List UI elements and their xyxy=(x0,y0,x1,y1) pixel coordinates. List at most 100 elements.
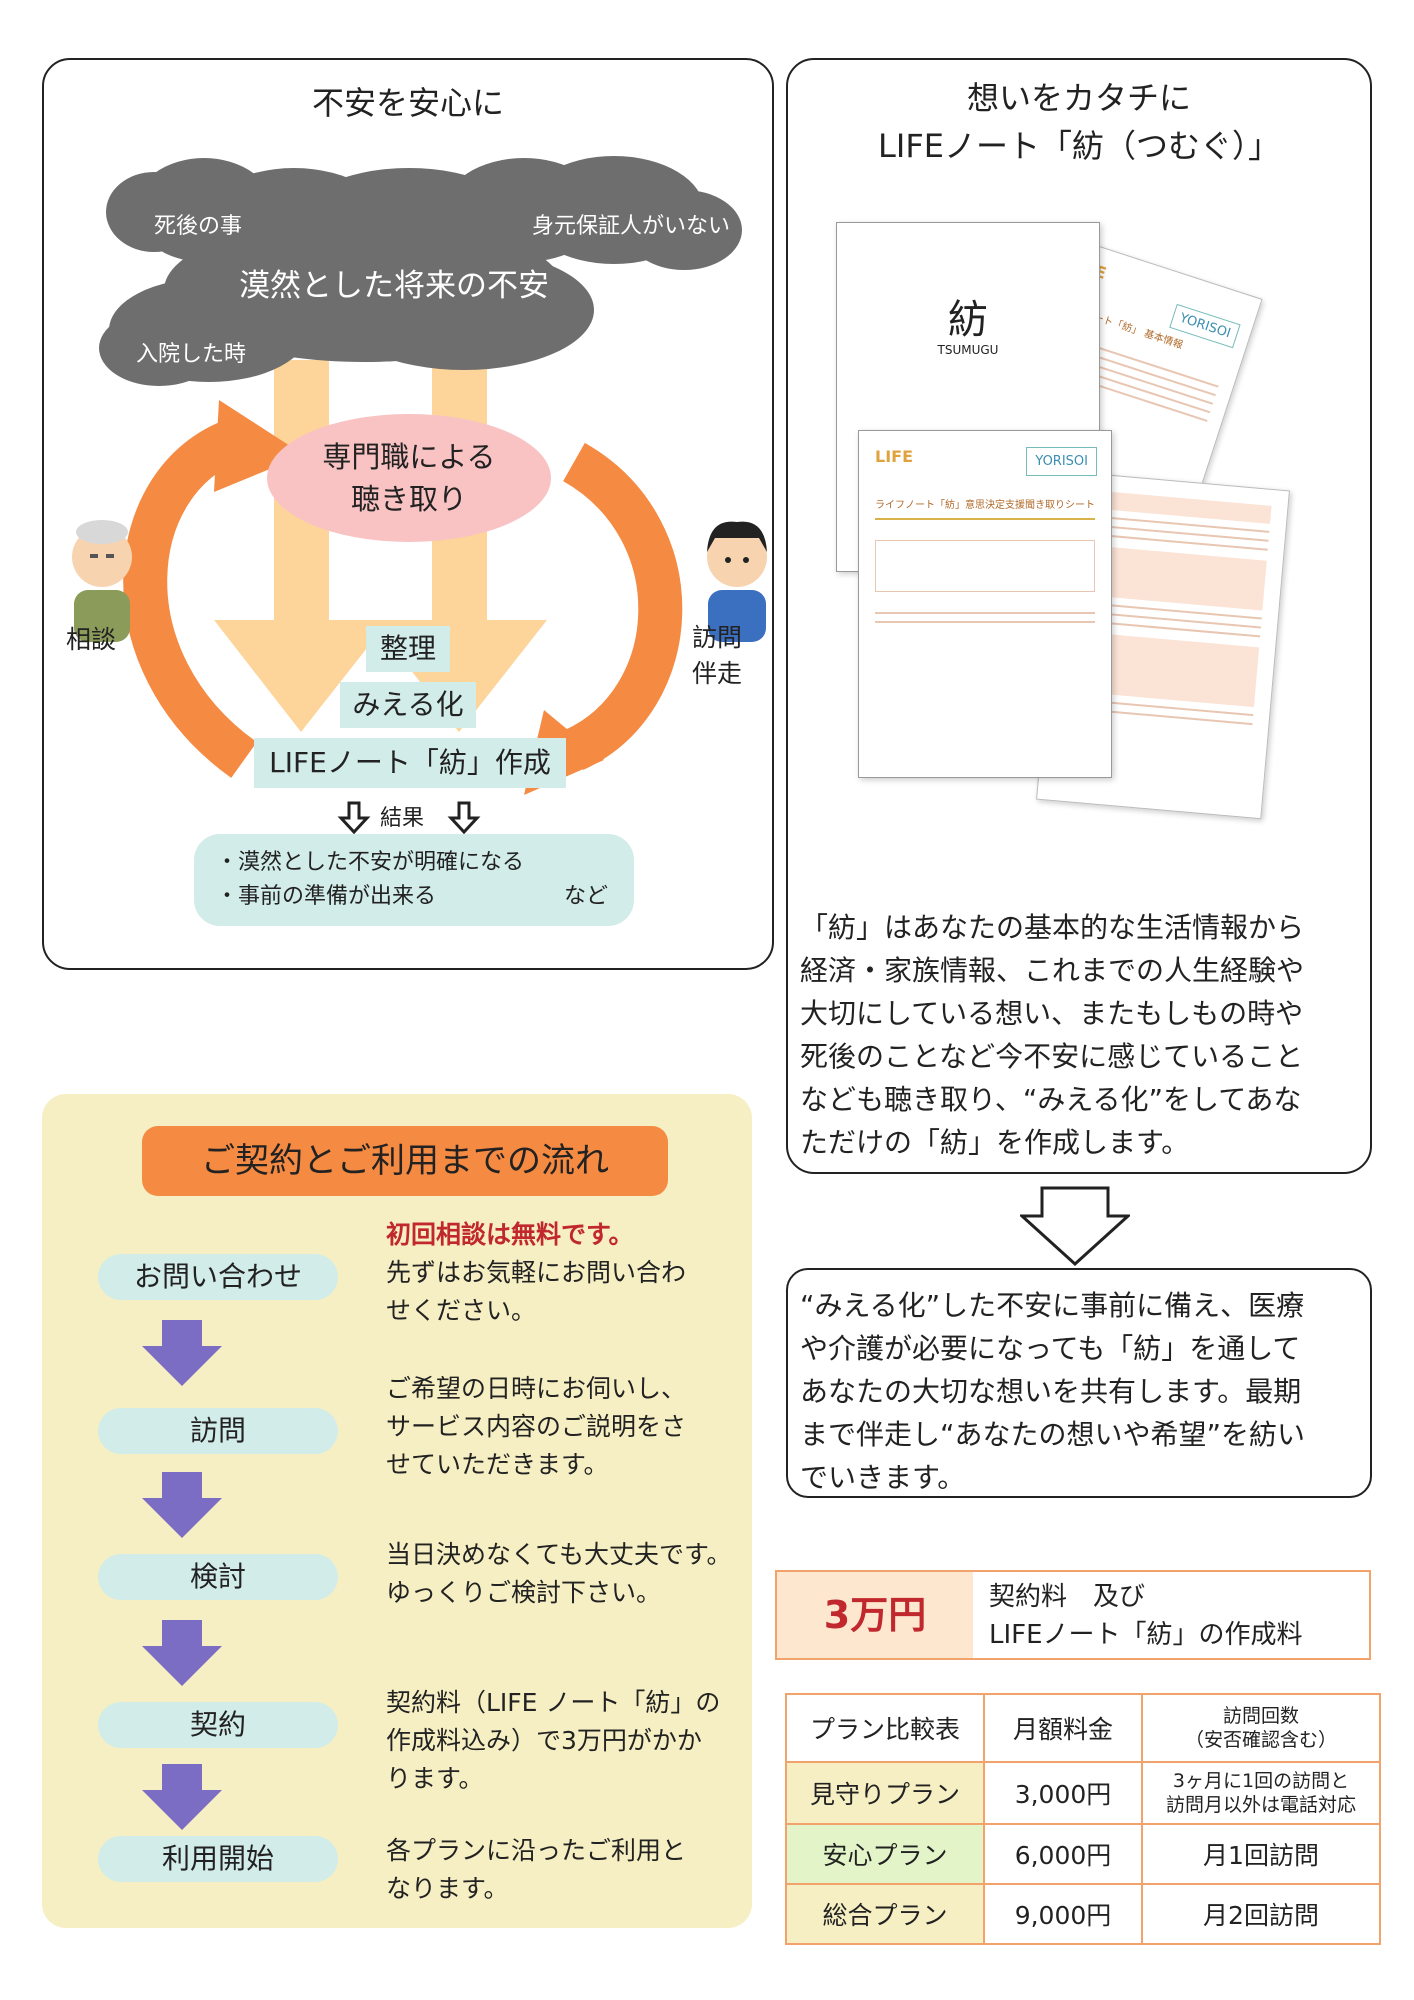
curve-arrow-right xyxy=(562,442,683,771)
visit-label-line-2: 伴走 xyxy=(692,659,743,688)
doc-sheet-interview: LIFE YORISOI ライフノート「紡」意思決定支援聞き取りシート xyxy=(858,430,1112,778)
flow-step-consider: 検討 xyxy=(98,1554,338,1600)
flow-visit-line-3: せていただきます。 xyxy=(386,1450,609,1479)
life-note-title: 想いをカタチに LIFEノート「紡（つむぐ）」 xyxy=(788,74,1370,170)
desc-line-6: ただけの「紡」を作成します。 xyxy=(800,1126,1190,1159)
visit-label: 訪問 伴走 xyxy=(692,620,742,692)
anxiety-diagram xyxy=(72,156,767,835)
plan-visits: 月2回訪問 xyxy=(1141,1883,1381,1945)
plan-header-visits: 訪問回数 （安否確認含む） xyxy=(1141,1693,1381,1763)
young-man-illustration xyxy=(707,521,767,642)
doc-interview-logo: LIFE xyxy=(875,447,914,466)
cloud-hospital: 入院した時 xyxy=(136,342,247,367)
price-desc-line-1: 契約料 及び xyxy=(989,1582,1146,1612)
plan-table: プラン比較表 月額料金 訪問回数 （安否確認含む） 見守りプラン 3,000円 … xyxy=(785,1693,1381,1945)
result-2: ・事前の準備が出来る xyxy=(216,884,437,909)
life-note-panel: 想いをカタチに LIFEノート「紡（つむぐ）」 LIFE YORISOI ライフ… xyxy=(786,58,1372,1174)
flow-title: ご契約とご利用までの流れ xyxy=(142,1126,668,1196)
flow-step-inquiry: お問い合わせ xyxy=(98,1254,338,1300)
flow-step-contract: 契約 xyxy=(98,1702,338,1748)
share-line-1: “みえる化”した不安に事前に備え、医療 xyxy=(800,1289,1305,1322)
step-organize: 整理 xyxy=(366,626,450,672)
oval-text: 専門職による 聴き取り xyxy=(267,436,551,520)
life-note-description: 「紡」はあなたの基本的な生活情報から 経済・家族情報、これまでの人生経験や 大切… xyxy=(800,906,1360,1164)
plan-table-header: プラン比較表 月額料金 訪問回数 （安否確認含む） xyxy=(785,1693,1381,1763)
flow-text-visit: ご希望の日時にお伺いし、 サービス内容のご説明をさ せていただきます。 xyxy=(386,1370,746,1484)
result-label: 結果 xyxy=(380,806,425,831)
plan-row-anshin: 安心プラン 6,000円 月1回訪問 xyxy=(785,1823,1381,1885)
worry-cloud xyxy=(99,156,742,386)
plan-price: 6,000円 xyxy=(983,1823,1143,1885)
share-line-3: あなたの大切な想いを共有します。最期 xyxy=(800,1375,1302,1408)
flow-text-start: 各プランに沿ったご利用と なります。 xyxy=(386,1832,746,1908)
big-down-arrow xyxy=(1020,1186,1130,1266)
desc-line-5: なども聴き取り、“みえる化”をしてあな xyxy=(800,1083,1302,1116)
flow-step-visit: 訪問 xyxy=(98,1408,338,1454)
flow-visit-line-2: サービス内容のご説明をさ xyxy=(386,1412,687,1441)
result-1: ・漠然とした不安が明確になる xyxy=(216,850,525,875)
flow-arrow-1 xyxy=(142,1320,222,1386)
elderly-man-illustration xyxy=(72,520,132,642)
plan-row-mimamori: 見守りプラン 3,000円 3ヶ月に1回の訪問と 訪問月以外は電話対応 xyxy=(785,1761,1381,1825)
flow-contract-line-1: 契約料（LIFE ノート「紡」の xyxy=(386,1688,721,1717)
result-2-suffix: など xyxy=(564,884,609,909)
desc-line-1: 「紡」はあなたの基本的な生活情報から xyxy=(800,911,1305,944)
plan-header-visits-2: （安否確認含む） xyxy=(1184,1729,1337,1751)
flow-inquiry-line-1: 先ずはお気軽にお問い合わ xyxy=(386,1258,687,1287)
plan-header-name: プラン比較表 xyxy=(785,1693,985,1763)
share-line-4: まで伴走し“あなたの想いや希望”を紡い xyxy=(800,1418,1306,1451)
desc-line-2: 経済・家族情報、これまでの人生経験や xyxy=(800,954,1305,987)
flow-consider-line-2: ゆっくりご検討下さい。 xyxy=(386,1578,662,1607)
plan-visits-line-2: 訪問月以外は電話対応 xyxy=(1165,1794,1356,1816)
desc-line-3: 大切にしている想い、またもしもの時や xyxy=(800,997,1304,1030)
flow-arrow-4 xyxy=(142,1764,222,1830)
result-arrows xyxy=(337,801,481,835)
doc-cover-romaji: TSUMUGU xyxy=(937,343,999,357)
flow-step-start: 利用開始 xyxy=(98,1836,338,1882)
oval-line-1: 専門職による xyxy=(322,440,496,474)
share-line-2: や介護が必要になっても「紡」を通して xyxy=(800,1332,1301,1365)
cloud-guarantor: 身元保証人がいない xyxy=(532,214,731,239)
anxiety-panel-title: 不安を安心に xyxy=(311,84,504,122)
share-box: “みえる化”した不安に事前に備え、医療 や介護が必要になっても「紡」を通して あ… xyxy=(786,1268,1372,1498)
flow-consider-line-1: 当日決めなくても大丈夫です。 xyxy=(386,1540,732,1569)
price-desc-line-2: LIFEノート「紡」の作成料 xyxy=(989,1620,1303,1650)
share-text: “みえる化”した不安に事前に備え、医療 や介護が必要になっても「紡」を通して あ… xyxy=(800,1284,1360,1499)
flow-panel: ご契約とご利用までの流れ お問い合わせ 訪問 検討 契約 利用開始 初回相談は無… xyxy=(42,1094,752,1928)
doc-interview-badge: YORISOI xyxy=(1026,447,1097,476)
flow-arrow-3 xyxy=(142,1620,222,1686)
plan-row-sogo: 総合プラン 9,000円 月2回訪問 xyxy=(785,1883,1381,1945)
plan-name: 安心プラン xyxy=(785,1823,985,1885)
cloud-main: 漠然とした将来の不安 xyxy=(239,268,549,304)
plan-name: 見守りプラン xyxy=(785,1761,985,1825)
oval-line-2: 聴き取り xyxy=(350,482,467,516)
flow-start-line-2: なります。 xyxy=(386,1874,509,1903)
free-consult-highlight: 初回相談は無料です。 xyxy=(386,1220,634,1249)
share-line-5: でいきます。 xyxy=(800,1461,966,1494)
flow-arrows xyxy=(142,1320,222,1830)
flow-visit-line-1: ご希望の日時にお伺いし、 xyxy=(386,1374,687,1403)
doc-cover-kanji: 紡 xyxy=(948,297,988,343)
plan-visits-line-1: 3ヶ月に1回の訪問と xyxy=(1172,1770,1350,1792)
plan-visits: 3ヶ月に1回の訪問と 訪問月以外は電話対応 xyxy=(1141,1761,1381,1825)
price-box: 3万円 契約料 及び LIFEノート「紡」の作成料 xyxy=(775,1570,1371,1660)
doc-interview-heading: ライフノート「紡」意思決定支援聞き取りシート xyxy=(875,500,1095,511)
consult-label: 相談 xyxy=(66,625,117,654)
flow-arrow-2 xyxy=(142,1472,222,1538)
desc-line-4: 死後のことなど今不安に感じていること xyxy=(800,1040,1304,1073)
result-2-row: ・事前の準備が出来る など xyxy=(194,880,634,914)
flow-contract-line-2: 作成料込み）で3万円がかか xyxy=(386,1726,702,1755)
flow-inquiry-line-2: せください。 xyxy=(386,1296,537,1325)
flow-text-contract: 契約料（LIFE ノート「紡」の 作成料込み）で3万円がかか ります。 xyxy=(386,1684,746,1798)
plan-name: 総合プラン xyxy=(785,1883,985,1945)
cloud-death: 死後の事 xyxy=(154,214,243,239)
life-note-title-2: LIFEノート「紡（つむぐ）」 xyxy=(878,127,1280,165)
down-arrow-left xyxy=(214,360,389,732)
step-create-note: LIFEノート「紡」作成 xyxy=(254,738,566,788)
listening-oval xyxy=(267,414,551,542)
plan-header-visits-1: 訪問回数 xyxy=(1222,1705,1299,1727)
plan-price: 9,000円 xyxy=(983,1883,1143,1945)
anxiety-panel: 不安を安心に xyxy=(42,58,774,970)
step-visualize: みえる化 xyxy=(340,682,476,728)
visit-label-line-1: 訪問 xyxy=(692,623,743,652)
